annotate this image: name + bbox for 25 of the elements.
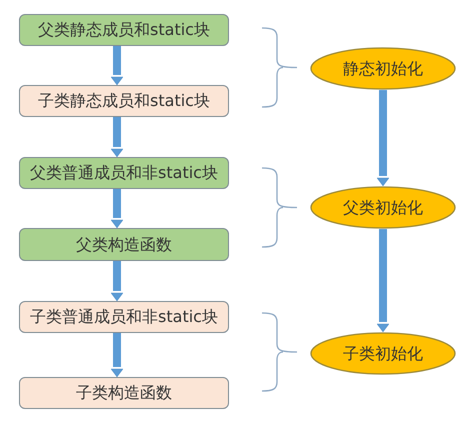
step-label: 子类构造函数 xyxy=(76,383,172,403)
arrow xyxy=(376,229,390,332)
arrow xyxy=(110,189,124,228)
arrow xyxy=(110,333,124,378)
arrow xyxy=(376,90,390,186)
process-box xyxy=(19,228,229,261)
arrow xyxy=(110,46,124,86)
phase-ellipse xyxy=(310,332,456,375)
arrow xyxy=(110,261,124,302)
process-box xyxy=(19,301,229,333)
step-label: 父类构造函数 xyxy=(76,234,172,254)
step-label: 父类普通成员和非static块 xyxy=(30,163,218,183)
arrow xyxy=(110,117,124,158)
phase-label: 父类初始化 xyxy=(343,198,423,218)
phase-label: 子类初始化 xyxy=(343,344,423,364)
phase-ellipse xyxy=(310,186,456,229)
process-box xyxy=(19,14,229,46)
process-box xyxy=(19,85,229,117)
step-label: 父类静态成员和static块 xyxy=(38,20,210,40)
process-box xyxy=(19,157,229,189)
process-box xyxy=(19,377,229,409)
phase-label: 静态初始化 xyxy=(343,58,423,78)
step-label: 子类静态成员和static块 xyxy=(38,91,210,111)
phase-ellipse xyxy=(310,47,456,90)
step-label: 子类普通成员和非static块 xyxy=(30,307,218,327)
